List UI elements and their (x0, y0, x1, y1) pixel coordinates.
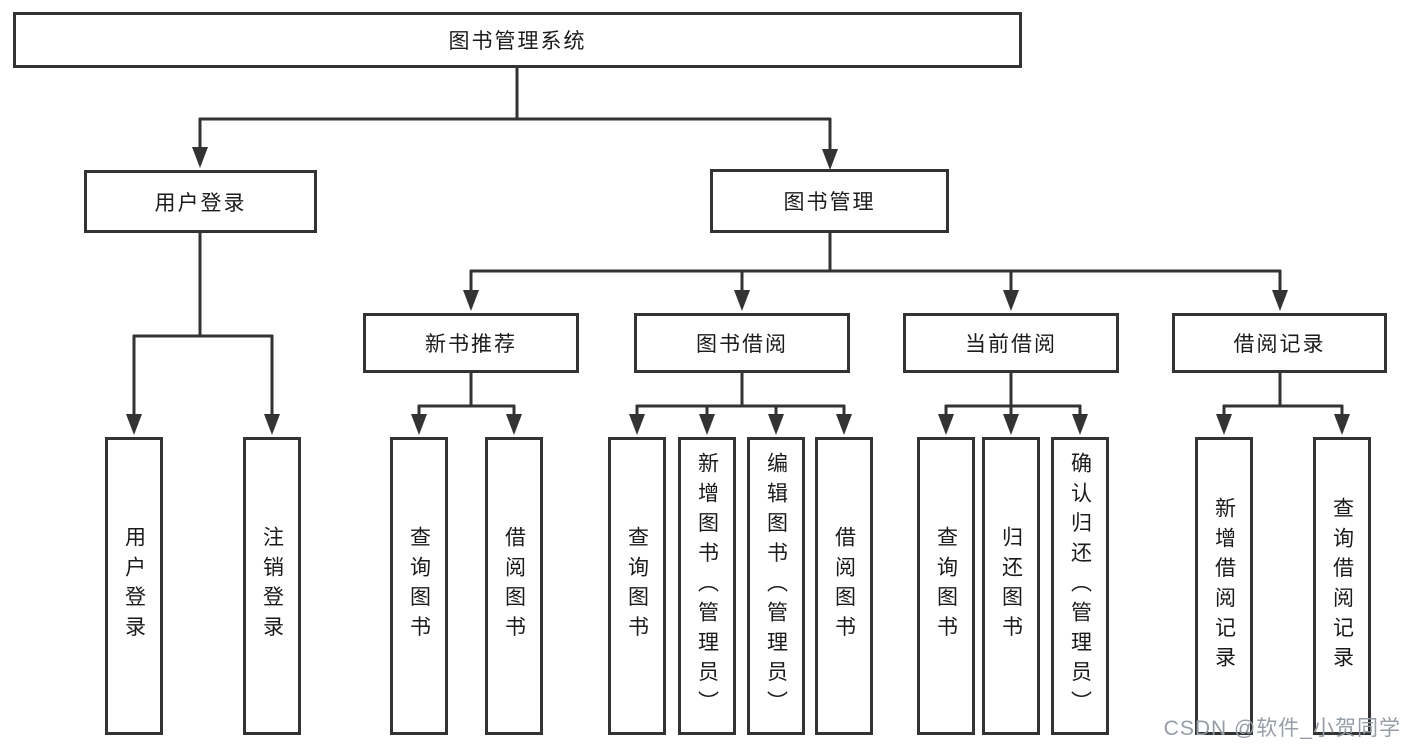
leaf-current-query-books: 查询图书 (917, 437, 975, 735)
leaf-label: 确认归还（管理员） (1068, 451, 1092, 721)
leaf-records-query-record: 查询借阅记录 (1313, 437, 1371, 735)
connector-new-book-recommend-children (411, 373, 522, 435)
node-current-borrow: 当前借阅 (903, 313, 1119, 373)
leaf-current-confirm-return-admin: 确认归还（管理员） (1051, 437, 1109, 735)
leaf-borrow-edit-books-admin: 编辑图书（管理员） (747, 437, 805, 735)
node-label: 当前借阅 (965, 333, 1057, 356)
node-user-login: 用户登录 (84, 170, 317, 233)
leaf-borrow-add-books-admin: 新增图书（管理员） (678, 437, 736, 735)
connector-user-login-children (126, 233, 280, 435)
leaf-borrow-borrow-books: 借阅图书 (815, 437, 873, 735)
leaf-recommend-query-books: 查询图书 (390, 437, 448, 735)
leaf-label: 借阅图书 (502, 526, 526, 646)
leaf-label: 查询图书 (625, 526, 649, 646)
leaf-label: 归还图书 (999, 526, 1023, 646)
leaf-label: 注销登录 (260, 526, 284, 646)
node-book-management: 图书管理 (710, 169, 949, 233)
leaf-label: 编辑图书（管理员） (764, 451, 788, 721)
leaf-borrow-query-books: 查询图书 (608, 437, 666, 735)
leaf-logout: 注销登录 (243, 437, 301, 735)
leaf-label: 新增借阅记录 (1212, 496, 1236, 676)
leaf-label: 查询图书 (407, 526, 431, 646)
node-label: 新书推荐 (425, 333, 517, 356)
leaf-label: 新增图书（管理员） (695, 451, 719, 721)
leaf-label: 查询图书 (934, 526, 958, 646)
node-label: 图书管理系统 (448, 30, 587, 53)
leaf-label: 查询借阅记录 (1330, 496, 1354, 676)
connector-current-borrow-children (938, 373, 1088, 435)
leaf-label: 用户登录 (122, 526, 146, 646)
node-new-book-recommend: 新书推荐 (363, 313, 579, 373)
node-library-management-system: 图书管理系统 (13, 12, 1022, 68)
leaf-recommend-borrow-books: 借阅图书 (485, 437, 543, 735)
node-label: 图书管理 (783, 191, 876, 214)
leaf-label: 借阅图书 (832, 526, 856, 646)
connector-borrow-records-children (1216, 373, 1350, 435)
connector-root-to-level2 (192, 68, 838, 170)
connector-book-borrow-children (629, 373, 852, 435)
node-borrow-records: 借阅记录 (1172, 313, 1387, 373)
connector-book-management-children (463, 233, 1288, 311)
node-label: 图书借阅 (696, 333, 788, 356)
leaf-user-login: 用户登录 (105, 437, 163, 735)
node-label: 借阅记录 (1233, 333, 1326, 356)
leaf-current-return-books: 归还图书 (982, 437, 1040, 735)
leaf-records-add-record: 新增借阅记录 (1195, 437, 1253, 735)
csdn-watermark: CSDN @软件_小贺同学 (1163, 717, 1401, 740)
node-label: 用户登录 (154, 191, 247, 215)
node-book-borrow: 图书借阅 (634, 313, 850, 373)
